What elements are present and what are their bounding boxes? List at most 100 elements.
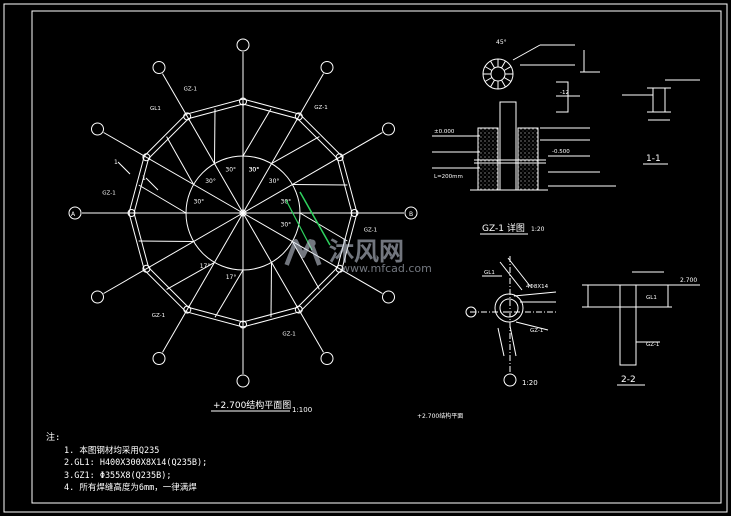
plan-column-label: GZ-1	[152, 313, 165, 319]
plan-bracing-line	[271, 136, 320, 165]
gz1-rib-plate	[490, 79, 495, 88]
plan-angle-label: 30°	[205, 178, 216, 185]
plan-column-node	[239, 97, 247, 106]
section-2-2-gz1: GZ-1	[646, 342, 659, 348]
plan-column-node	[294, 112, 303, 121]
node-detail-scale: 1:20	[522, 379, 538, 387]
node-label-gz1: GZ-1	[530, 328, 543, 334]
gz1-column-detail: 45° -12 -0.500 ±0.000 L=200mm	[432, 39, 616, 191]
plan-axis-bubble	[236, 38, 250, 52]
footing-right	[517, 127, 539, 191]
gz1-rib-plate	[501, 79, 506, 88]
plan-angle-label: 30°	[269, 178, 280, 185]
section-2-2: 2.700 GL1 GZ-1	[582, 271, 700, 366]
watermark-url: www.mfcad.com	[341, 262, 432, 275]
node-detail: GL1 GZ-1 4Φ8X14	[465, 256, 557, 387]
node-leader	[513, 291, 557, 297]
plan-column-node	[350, 209, 359, 217]
section-2-2-label: 2-2	[621, 375, 636, 385]
plan-bracing-line	[242, 108, 272, 157]
plan-bracing-line	[138, 184, 187, 214]
gz1-rib-plate	[503, 66, 512, 71]
plan-section-mark: 1	[142, 175, 146, 182]
gz1-angle-label: 45°	[496, 39, 507, 46]
plan-radial-axis	[103, 212, 244, 294]
section-1-1-label: 1-1	[646, 154, 661, 164]
plan-center-node	[239, 209, 247, 217]
node-beam-1	[499, 261, 523, 291]
note-line-3: 3.GZ1: Φ355X8(Q235B);	[64, 470, 172, 481]
plan-axis-bubble	[236, 374, 250, 388]
gz1-section-inner	[490, 66, 506, 82]
plan-column-label: GZ-1	[102, 191, 115, 197]
plan-axis-letter-left: A	[71, 211, 76, 218]
plan-bracing-line	[166, 136, 195, 185]
plan-radial-axis	[162, 212, 244, 353]
node-label-gl1: GL1	[484, 270, 495, 276]
plan-axis-letter-right: B	[409, 211, 413, 218]
plan-column-node	[183, 305, 192, 314]
node-leader-3	[515, 321, 549, 331]
plan-inner-angle-label: 17°	[200, 263, 211, 270]
gz1-label-elev: -0.500	[552, 149, 570, 155]
gz1-label-minus12: -12	[560, 90, 569, 96]
plan-scale: 1:100	[292, 406, 312, 414]
plan-beam-label: GL1	[150, 106, 161, 112]
section-2-2-beam-left	[587, 284, 621, 308]
drawing-border	[3, 3, 728, 513]
watermark-name: 沐风网	[329, 237, 405, 266]
plan-column-node	[142, 264, 151, 273]
plan-axis-bubble	[68, 206, 82, 220]
plan-column-node	[335, 153, 344, 162]
gz1-label-length: L=200mm	[434, 174, 463, 180]
section-2-2-elev: 2.700	[680, 277, 697, 284]
plan-angle-label: 30°	[281, 198, 292, 205]
plan-radial-axis	[103, 132, 244, 214]
gz1-rib-plate	[501, 60, 506, 69]
plan-accent-line	[299, 191, 331, 246]
node-beam-1b	[507, 257, 531, 287]
gz1-detail-title: GZ-1 详图	[482, 222, 525, 234]
gz1-rib-plates	[483, 59, 513, 89]
plan-section-cut	[117, 161, 131, 175]
plan-bracing-line	[214, 108, 216, 164]
plan-radial-axis	[242, 73, 324, 214]
plan-axis-bubble	[152, 61, 166, 74]
plan-axis-bubble	[91, 122, 104, 136]
plan-section-cut	[145, 177, 159, 191]
plan-column-node	[127, 209, 136, 217]
gz1-rib-plate	[484, 66, 493, 71]
plan-title: +2.700结构平面图	[213, 399, 291, 411]
site-watermark: 沐风网 www.mfcad.com	[283, 232, 448, 280]
footing-left	[477, 127, 499, 191]
section-1-1	[622, 79, 700, 121]
plan-bracing-line	[166, 261, 215, 290]
note-line-1: 1. 本图钢材均采用Q235	[64, 445, 160, 456]
design-notes: 注: 1. 本图钢材均采用Q235 2.GL1: H400X300X8X14(Q…	[46, 432, 207, 495]
plan-angle-label: 30°	[281, 222, 292, 229]
plan-axis-bubble	[320, 352, 334, 365]
plan-axis-bubble	[152, 352, 166, 365]
gz1-rib-plate	[503, 77, 512, 82]
plan-section-mark: 1	[114, 159, 118, 166]
gz1-detail-scale: 1:20	[531, 226, 545, 233]
gz1-label-zero: ±0.000	[434, 129, 455, 135]
plan-bracing-line	[299, 212, 348, 242]
plate-detail	[556, 81, 569, 113]
plan-bracing-line	[292, 184, 348, 186]
watermark-logo-icon	[284, 239, 322, 266]
section-1-1-web	[652, 87, 666, 113]
plan-inner-angle-label: 17°	[226, 274, 237, 281]
plan-column-node	[294, 305, 303, 314]
plan-axis-bubble	[91, 290, 104, 304]
floor-plan-note: +2.700结构平面	[417, 412, 463, 420]
plan-bracing-line	[270, 262, 272, 318]
plan-column-node	[239, 320, 247, 329]
plan-angle-label: 30°	[194, 198, 205, 205]
plan-axis-bubble	[404, 206, 418, 220]
node-axis-bubble-2	[503, 373, 517, 387]
node-beam-2	[497, 327, 505, 357]
column-shaft	[499, 101, 517, 191]
plan-axis-bubble	[320, 61, 334, 74]
plan-column-label: GZ-1	[184, 87, 197, 93]
